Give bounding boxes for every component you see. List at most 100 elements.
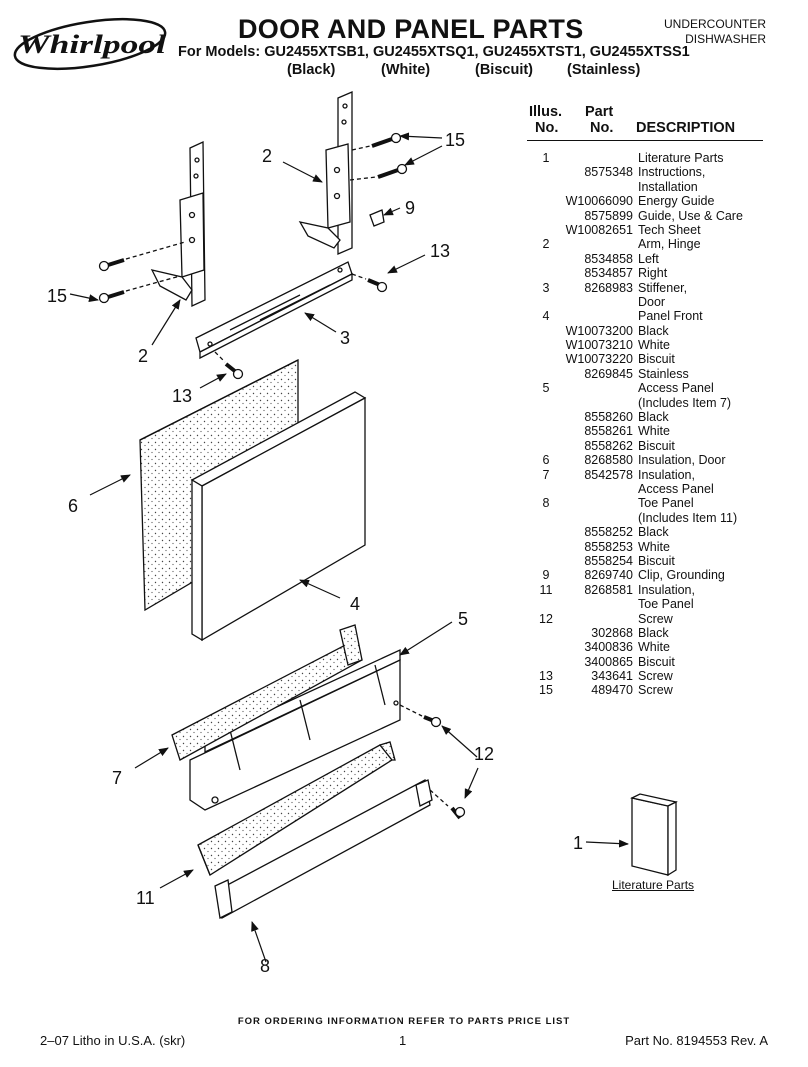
parts-row: 302868 Black xyxy=(525,626,775,640)
parts-row: 6 8268580 Insulation, Door xyxy=(525,453,775,467)
illus-no-cell: 6 xyxy=(542,453,550,468)
callout-1: 1 xyxy=(573,833,583,853)
illus-header: Illus. xyxy=(529,104,563,120)
callout-4: 4 xyxy=(350,594,360,614)
exploded-diagram: 15 2 9 13 15 2 3 13 6 4 5 7 12 1 11 8 xyxy=(47,91,678,976)
door-stiffener xyxy=(195,261,353,360)
parts-row: 8558252 Black xyxy=(525,525,775,539)
part-no-cell: W10082651 xyxy=(565,222,633,237)
toe-panel-insulation xyxy=(197,741,396,876)
literature-parts-label: Literature Parts xyxy=(612,878,695,892)
illus-no-cell: 11 xyxy=(539,582,553,597)
callout-11: 11 xyxy=(136,888,155,908)
callout-12: 12 xyxy=(474,744,494,764)
part-no-cell: 8558252 xyxy=(584,525,633,540)
description-cell: Screw xyxy=(638,683,673,698)
part-no-cell: 8534857 xyxy=(584,266,633,281)
description-cell: Biscuit xyxy=(638,438,675,453)
description-cell: Insulation, xyxy=(638,467,695,482)
part-no-cell: 3400836 xyxy=(584,640,633,655)
callout-3: 3 xyxy=(340,328,350,348)
illus-no-cell: 5 xyxy=(542,381,550,396)
ordering-note: FOR ORDERING INFORMATION REFER TO PARTS … xyxy=(237,1016,571,1027)
access-panel xyxy=(189,648,401,811)
part-no-cell: 8269845 xyxy=(584,366,633,381)
description-cell: Toe Panel xyxy=(638,496,694,511)
description-cell: Literature Parts xyxy=(638,151,724,165)
access-panel-insulation xyxy=(171,624,363,761)
parts-row: 5 Access Panel xyxy=(525,381,775,395)
parts-row: (Includes Item 7) xyxy=(525,396,775,410)
illus-no-cell: 3 xyxy=(542,280,550,295)
description-cell: Door xyxy=(638,294,666,309)
description-cell: Black xyxy=(638,625,669,640)
callout-6: 6 xyxy=(68,496,78,516)
part-no-cell: 8542578 xyxy=(584,467,633,482)
part-no-cell: 8558254 xyxy=(584,553,633,568)
description-cell: Arm, Hinge xyxy=(638,237,701,252)
description-cell: White xyxy=(638,539,670,554)
part-no-cell: 8575348 xyxy=(584,165,633,180)
description-cell: Access Panel xyxy=(638,481,714,496)
grounding-clip xyxy=(369,209,385,227)
callout-15: 15 xyxy=(47,286,67,306)
description-cell: Panel Front xyxy=(638,309,703,324)
description-cell: Biscuit xyxy=(638,352,675,367)
description-cell: Installation xyxy=(638,179,698,194)
illus-no-cell: 7 xyxy=(542,467,550,482)
part-no-cell: 8268581 xyxy=(584,582,633,597)
illus-no-header: No. xyxy=(535,120,559,136)
svg-text:Whirlpool: Whirlpool xyxy=(18,30,167,59)
variant-biscuit: (Biscuit) xyxy=(475,62,533,78)
illus-no-cell: 13 xyxy=(539,669,553,684)
description-cell: Screw xyxy=(638,669,673,684)
parts-row: 3400865 Biscuit xyxy=(525,655,775,669)
part-no-cell: 3400865 xyxy=(584,654,633,669)
description-cell: Insulation, xyxy=(638,582,695,597)
parts-row: Installation xyxy=(525,180,775,194)
part-no-cell: 489470 xyxy=(591,683,633,698)
part-no-cell: 8558253 xyxy=(584,539,633,554)
parts-row: (Includes Item 11) xyxy=(525,511,775,525)
document-part-number: Part No. 8194553 Rev. A xyxy=(625,1033,768,1048)
screw-13-upper xyxy=(351,273,388,293)
callout-13: 13 xyxy=(172,386,192,406)
part-no-cell: 8268580 xyxy=(584,453,633,468)
description-header: DESCRIPTION xyxy=(636,120,736,136)
part-no-header: No. xyxy=(590,120,614,136)
description-cell: Stiffener, xyxy=(638,280,688,295)
product-category: UNDERCOUNTER DISHWASHER xyxy=(664,17,766,46)
parts-row: 8558253 White xyxy=(525,540,775,554)
callout-2: 2 xyxy=(262,146,272,166)
page-title: DOOR AND PANEL PARTS xyxy=(238,14,584,44)
description-cell: Insulation, Door xyxy=(638,453,726,468)
description-cell: Biscuit xyxy=(638,654,675,669)
part-header: Part xyxy=(585,104,614,120)
part-no-cell: 302868 xyxy=(591,625,633,640)
part-no-cell: 8558260 xyxy=(584,410,633,425)
description-cell: Black xyxy=(638,323,669,338)
literature-parts-booklet xyxy=(630,793,678,877)
description-cell: Clip, Grounding xyxy=(638,568,725,583)
screw-15-upper xyxy=(349,132,408,181)
description-cell: Black xyxy=(638,525,669,540)
description-cell: Access Panel xyxy=(638,381,714,396)
parts-row: 7 8542578 Insulation, xyxy=(525,468,775,482)
description-cell: White xyxy=(638,424,670,439)
